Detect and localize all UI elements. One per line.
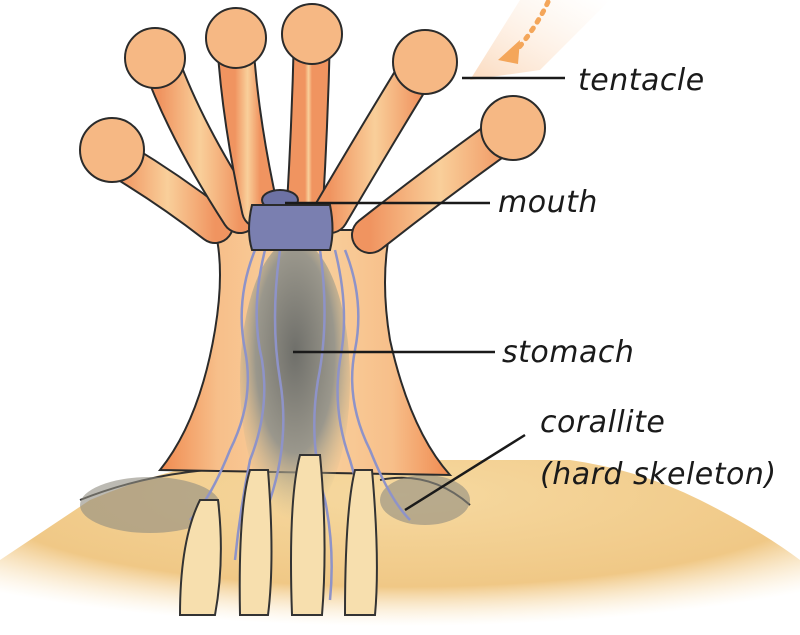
- corallite-sublabel: (hard skeleton): [540, 457, 777, 492]
- mouth-label: mouth: [498, 185, 598, 220]
- tentacle-label: tentacle: [578, 63, 705, 98]
- tentacles: [80, 4, 545, 235]
- stomach-label: stomach: [502, 335, 634, 370]
- corallite-label: corallite: [540, 405, 665, 440]
